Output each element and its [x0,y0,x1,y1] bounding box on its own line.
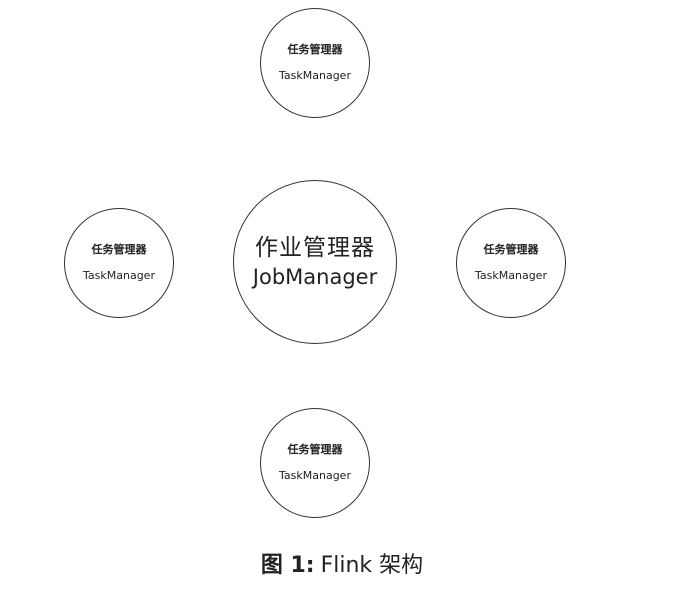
task-manager-title-en: TaskManager [475,269,547,282]
job-manager-title-en: JobManager [252,265,378,290]
task-manager-title-en: TaskManager [279,469,351,482]
task-manager-node-left: 任务管理器 TaskManager [64,208,174,318]
job-manager-node: 作业管理器 JobManager [233,180,397,344]
task-manager-title-zh: 任务管理器 [483,242,539,256]
task-manager-node-right: 任务管理器 TaskManager [456,208,566,318]
task-manager-node-top: 任务管理器 TaskManager [260,8,370,118]
task-manager-title-en: TaskManager [279,69,351,82]
figure-caption-label: 图 1: [260,553,315,578]
task-manager-title-zh: 任务管理器 [287,42,343,56]
figure-caption-title: Flink 架构 [320,553,424,578]
task-manager-title-zh: 任务管理器 [91,242,147,256]
task-manager-title-en: TaskManager [83,269,155,282]
task-manager-title-zh: 任务管理器 [287,442,343,456]
job-manager-title-zh: 作业管理器 [255,234,375,261]
task-manager-node-bottom: 任务管理器 TaskManager [260,408,370,518]
figure-caption: 图 1:Flink 架构 [0,555,684,577]
